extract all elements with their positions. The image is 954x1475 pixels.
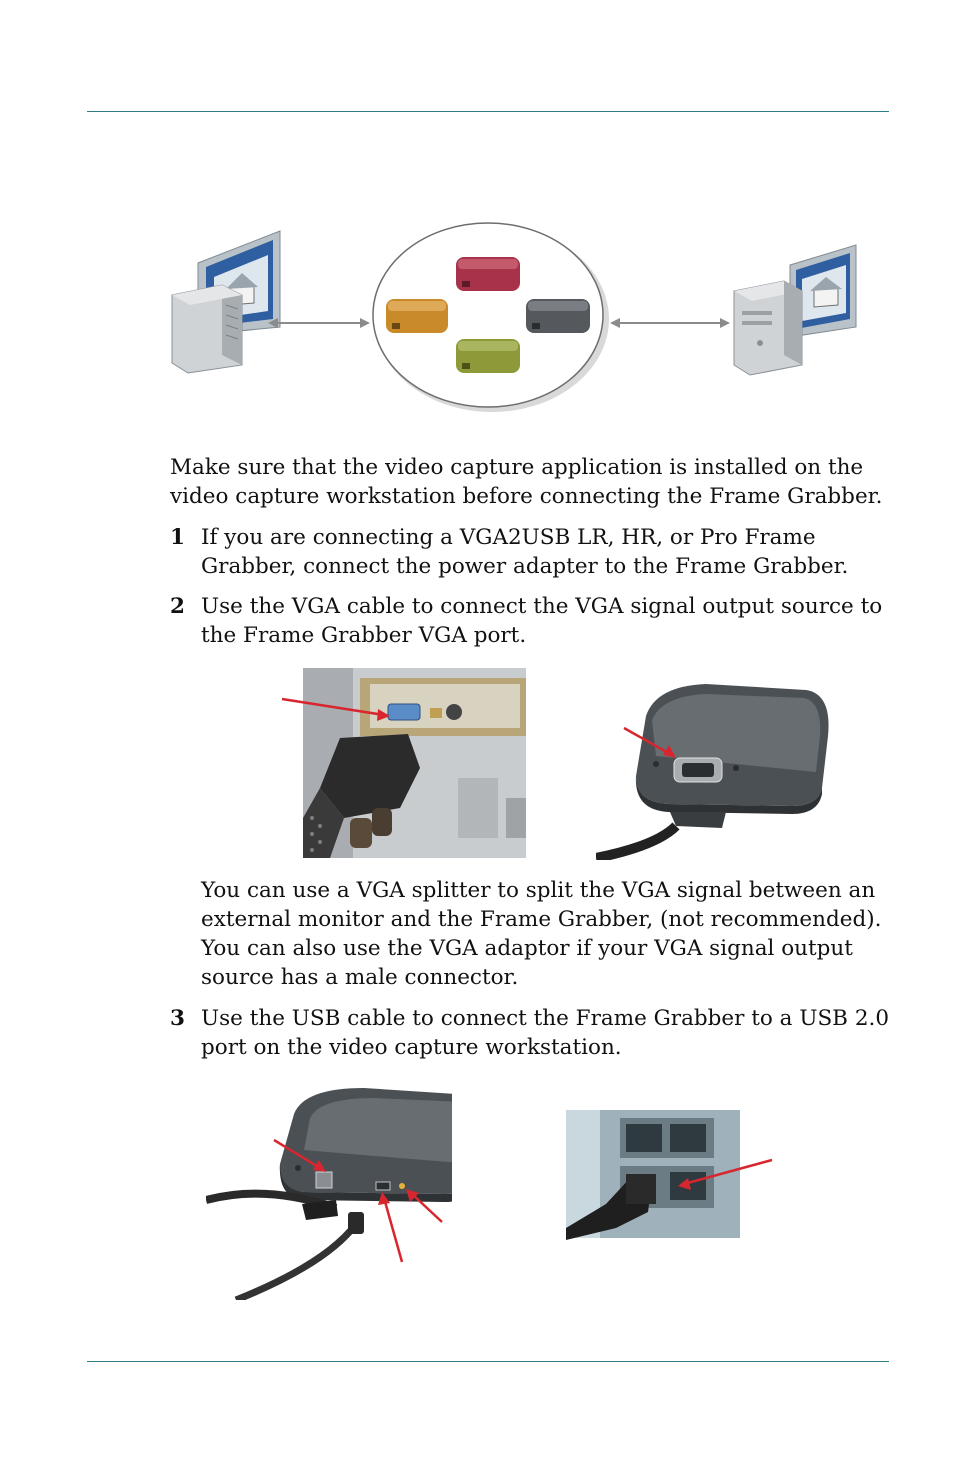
status-led-arrow xyxy=(406,1189,443,1223)
note-line-1: You can use a VGA splitter to split the … xyxy=(201,878,876,903)
note-line-2: external monitor and the Frame Grabber, … xyxy=(201,907,882,932)
double-arrow-left xyxy=(268,318,370,328)
usb-port-arrow xyxy=(378,1192,404,1263)
double-arrow-right xyxy=(610,318,730,328)
note-line-4: source has a male connector. xyxy=(201,965,519,990)
step-3-line-1: Use the USB cable to connect the Frame G… xyxy=(201,1006,890,1031)
step-number: 3 xyxy=(170,1006,185,1031)
frame-grabber-vga-arrow xyxy=(623,726,676,758)
frame-grabber-usb-photo xyxy=(206,1088,452,1300)
step-1-line-1: If you are connecting a VGA2USB LR, HR, … xyxy=(201,525,816,550)
vga-port-photo xyxy=(281,668,526,858)
frame-grabber-red-icon xyxy=(456,257,520,291)
frame-grabber-models-circle xyxy=(372,222,609,412)
intro-line-2: video capture workstation before connect… xyxy=(170,484,883,509)
intro-line-1: Make sure that the video capture applica… xyxy=(170,455,864,480)
connection-overview-figure xyxy=(171,222,857,412)
step-2-line-1: Use the VGA cable to connect the VGA sig… xyxy=(201,594,883,619)
footer-rule xyxy=(87,1361,889,1362)
vga-port-arrow xyxy=(281,697,390,721)
step-2-line-2: the Frame Grabber VGA port. xyxy=(201,623,527,648)
step-number: 2 xyxy=(170,594,185,619)
vga-source-computer-icon xyxy=(171,230,281,374)
workstation-usb-port-photo xyxy=(566,1110,773,1240)
frame-grabber-green-icon xyxy=(456,339,520,373)
step-1-line-2: Grabber, connect the power adapter to th… xyxy=(201,554,849,579)
vga-splitter-note: You can use a VGA splitter to split the … xyxy=(201,876,882,992)
intro-paragraph: Make sure that the video capture applica… xyxy=(170,453,883,511)
note-line-3: You can also use the VGA adaptor if your… xyxy=(201,936,853,961)
frame-grabber-gray-icon xyxy=(526,299,590,333)
step-3-line-2: port on the video capture workstation. xyxy=(201,1035,622,1060)
power-port-arrow xyxy=(273,1138,326,1172)
header-rule xyxy=(87,111,889,112)
step-number: 1 xyxy=(170,525,185,550)
frame-grabber-orange-icon xyxy=(386,299,448,333)
frame-grabber-vga-photo xyxy=(596,684,829,860)
capture-workstation-computer-icon xyxy=(733,244,857,376)
usb-port-arrow xyxy=(678,1158,773,1190)
